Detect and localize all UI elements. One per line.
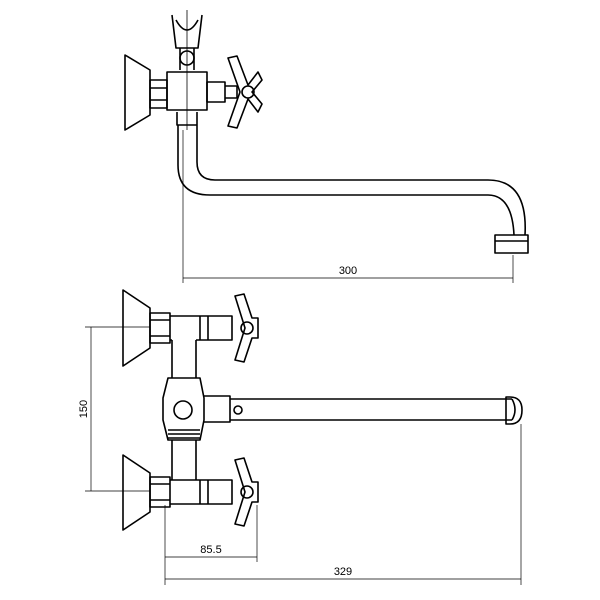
cross-handle-top bbox=[227, 55, 263, 129]
connector-top bbox=[206, 81, 238, 103]
front-view bbox=[122, 289, 523, 531]
handle-cap-lower bbox=[240, 485, 254, 499]
dimension-85-5: 85.5 bbox=[164, 505, 258, 585]
wall-flange-top bbox=[124, 54, 151, 131]
dim-300-label: 300 bbox=[339, 265, 357, 277]
handle-cap-upper bbox=[240, 321, 254, 335]
dimension-329: 329 bbox=[165, 424, 522, 585]
spout-screw bbox=[233, 405, 243, 415]
riser-lower bbox=[171, 440, 197, 480]
dim-85-5-label: 85.5 bbox=[200, 544, 221, 556]
riser-upper bbox=[171, 340, 197, 378]
cross-handle-lower bbox=[234, 457, 259, 527]
dim-329-label: 329 bbox=[334, 566, 352, 578]
body-lower bbox=[170, 479, 233, 505]
cross-handle-upper bbox=[234, 293, 259, 363]
aerator-top bbox=[494, 234, 529, 254]
spout-top bbox=[176, 112, 526, 236]
wall-flange-lower bbox=[122, 454, 151, 531]
dimension-150: 150 bbox=[78, 326, 150, 492]
handle-cap-top bbox=[241, 85, 255, 99]
diverter-knob bbox=[173, 400, 193, 420]
dimension-300: 300 bbox=[182, 130, 514, 283]
top-view bbox=[124, 10, 529, 254]
spout-end bbox=[505, 396, 523, 425]
diverter-body bbox=[162, 377, 205, 441]
body-upper bbox=[170, 315, 233, 341]
wall-flange-upper bbox=[122, 289, 151, 367]
hex-lower bbox=[149, 476, 171, 508]
spout-front bbox=[204, 395, 512, 423]
hex-nut-top bbox=[149, 79, 168, 109]
hex-upper bbox=[149, 312, 171, 344]
dim-150-label: 150 bbox=[78, 400, 90, 418]
